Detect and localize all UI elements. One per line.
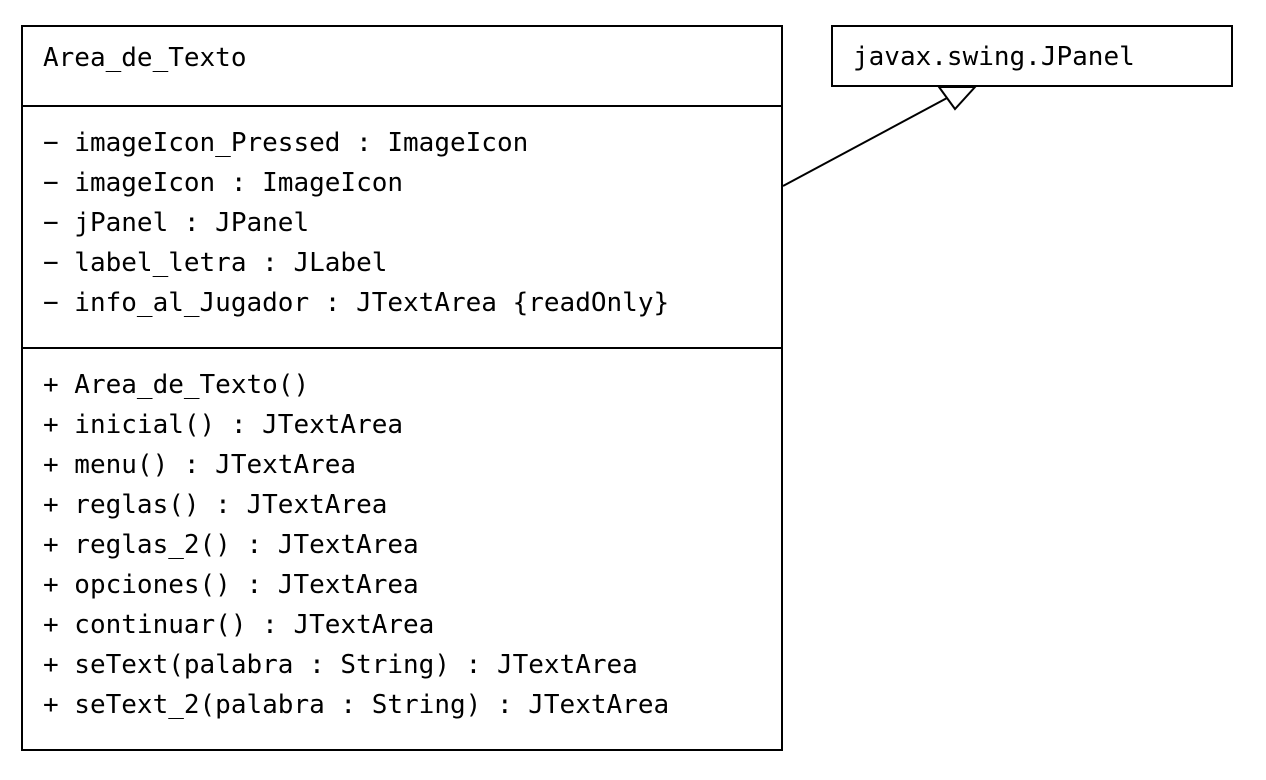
attribute-item: − info_al_Jugador : JTextArea {readOnly} — [43, 288, 670, 318]
class-jpanel[interactable]: javax.swing.JPanel — [831, 25, 1233, 87]
operation-item: + inicial() : JTextArea — [43, 410, 404, 440]
class-name: javax.swing.JPanel — [853, 42, 1135, 72]
class-name-compartment: javax.swing.JPanel — [833, 27, 1231, 85]
class-area-de-texto[interactable]: Area_de_Texto − imageIcon_Pressed : Imag… — [21, 25, 783, 751]
generalization-line — [782, 97, 948, 187]
class-name: Area_de_Texto — [43, 43, 247, 73]
generalization-arrowhead-icon — [937, 86, 978, 111]
operation-item: + opciones() : JTextArea — [43, 570, 419, 600]
attribute-item: − jPanel : JPanel — [43, 208, 310, 238]
operation-item: + seText(palabra : String) : JTextArea — [43, 650, 638, 680]
operation-item: + reglas() : JTextArea — [43, 490, 388, 520]
operation-item: + seText_2(palabra : String) : JTextArea — [43, 690, 670, 720]
operation-item: + menu() : JTextArea — [43, 450, 357, 480]
attribute-item: − imageIcon : ImageIcon — [43, 168, 404, 198]
operations-compartment: + Area_de_Texto() + inicial() : JTextAre… — [23, 349, 781, 725]
attribute-item: − label_letra : JLabel — [43, 248, 388, 278]
attribute-item: − imageIcon_Pressed : ImageIcon — [43, 128, 529, 158]
class-name-compartment: Area_de_Texto — [23, 27, 781, 107]
attributes-compartment: − imageIcon_Pressed : ImageIcon − imageI… — [23, 107, 781, 349]
operation-item: + reglas_2() : JTextArea — [43, 530, 419, 560]
operation-item: + continuar() : JTextArea — [43, 610, 435, 640]
operation-item: + Area_de_Texto() — [43, 370, 310, 400]
